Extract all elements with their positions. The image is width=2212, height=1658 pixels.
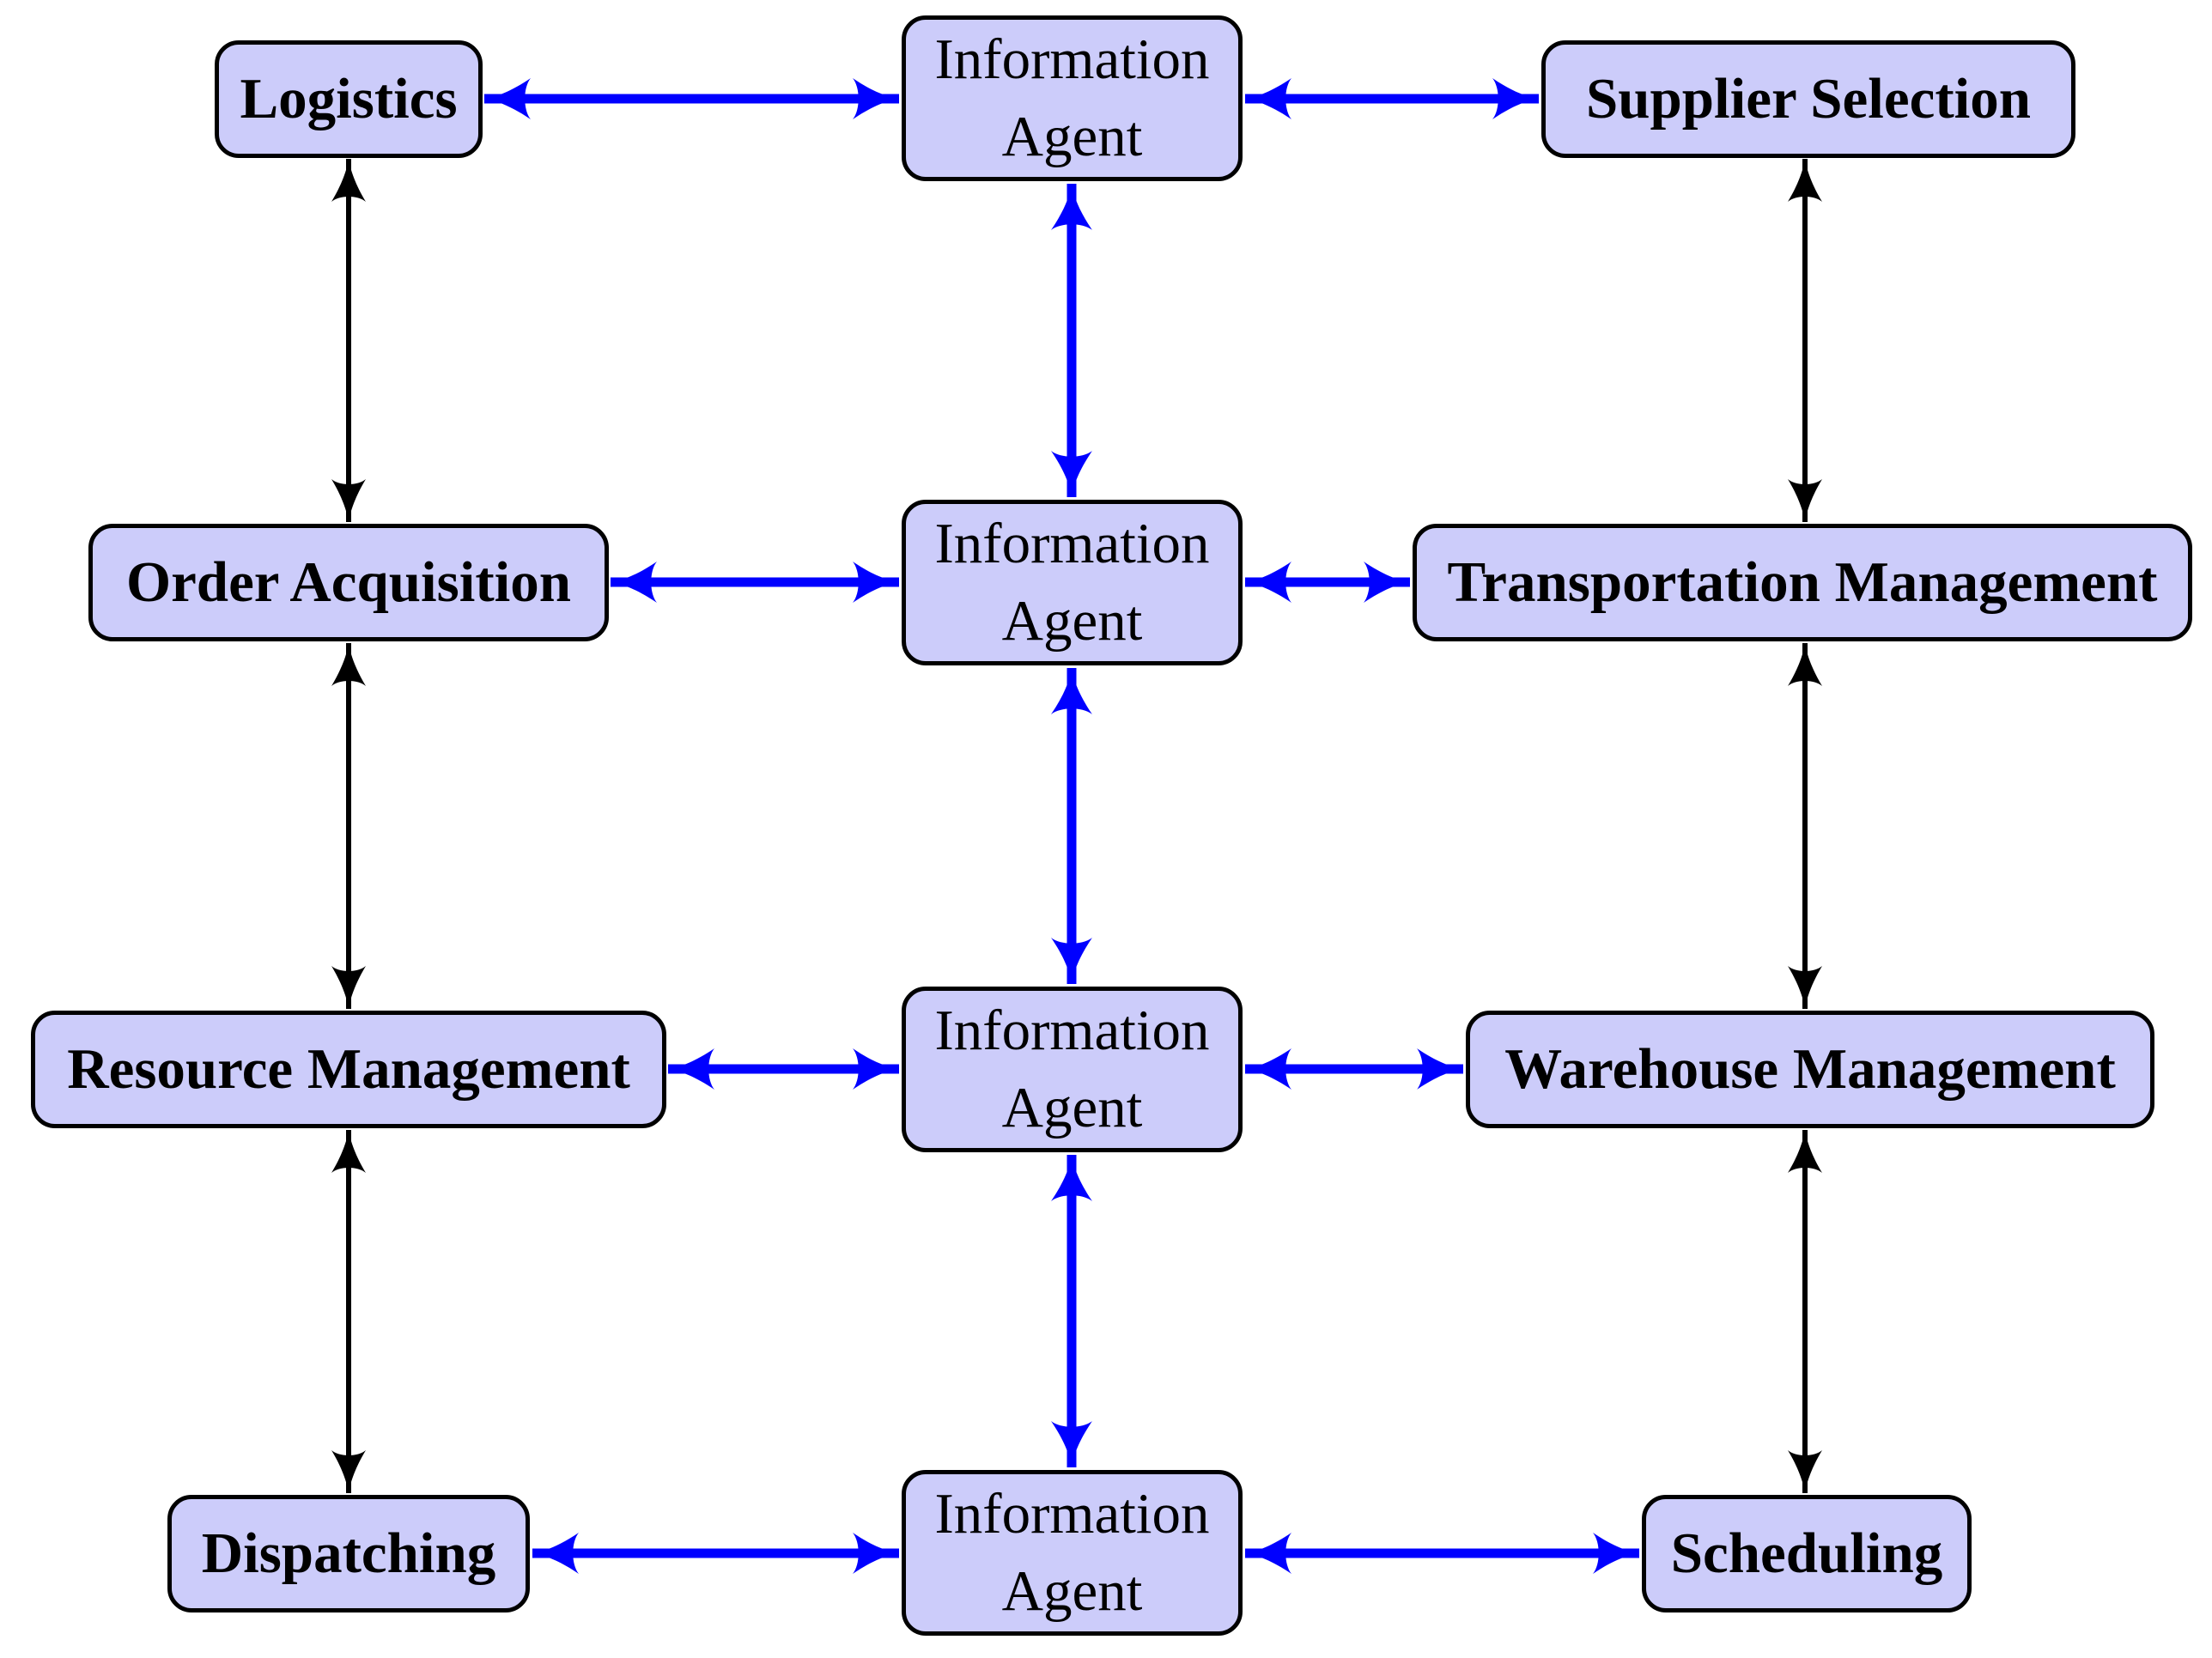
node-order-acquisition: Order Acquisition (88, 524, 609, 641)
node-resource-management: Resource Management (31, 1011, 666, 1128)
node-transportation-management-label: Transportation Management (1447, 550, 2158, 614)
node-warehouse-management-label: Warehouse Management (1504, 1036, 2116, 1101)
node-information-agent-2: Information Agent (902, 500, 1243, 665)
node-supplier-selection-label: Supplier Selection (1585, 66, 2032, 131)
node-transportation-management: Transportation Management (1413, 524, 2192, 641)
node-information-agent-4: Information Agent (902, 1470, 1243, 1636)
node-scheduling: Scheduling (1642, 1495, 1972, 1612)
node-warehouse-management: Warehouse Management (1466, 1011, 2154, 1128)
node-information-agent-4-label: Information Agent (934, 1481, 1210, 1623)
node-logistics-label: Logistics (240, 66, 458, 131)
node-information-agent-3: Information Agent (902, 987, 1243, 1152)
node-order-acquisition-label: Order Acquisition (125, 550, 572, 614)
node-supplier-selection: Supplier Selection (1541, 40, 2075, 158)
node-dispatching: Dispatching (167, 1495, 530, 1612)
node-information-agent-2-label: Information Agent (934, 511, 1210, 653)
node-dispatching-label: Dispatching (201, 1521, 496, 1585)
node-resource-management-label: Resource Management (67, 1036, 630, 1101)
node-information-agent-3-label: Information Agent (934, 998, 1210, 1139)
node-scheduling-label: Scheduling (1670, 1521, 1943, 1585)
node-logistics: Logistics (215, 40, 483, 158)
node-information-agent-1: Information Agent (902, 15, 1243, 181)
node-information-agent-1-label: Information Agent (934, 27, 1210, 168)
